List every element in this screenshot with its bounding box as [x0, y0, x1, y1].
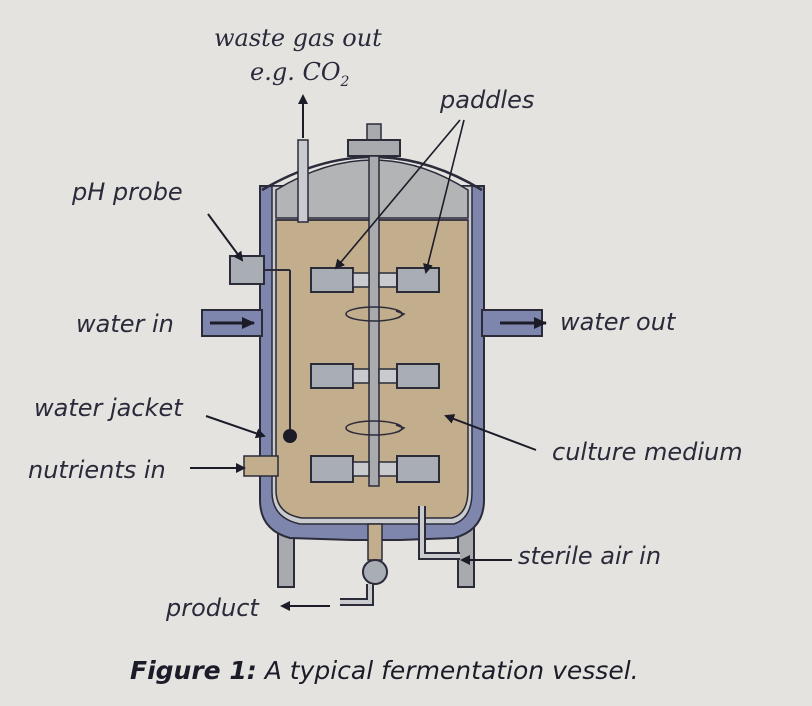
culture-medium-arrow: [444, 414, 537, 451]
paddle-set-bottom: [310, 455, 440, 483]
waste-gas-label: waste gas out: [214, 24, 382, 52]
paddles-label: paddles: [440, 86, 535, 114]
culture-medium-label: culture medium: [552, 438, 743, 466]
motor-block: [347, 139, 401, 157]
ph-probe-arrow: [207, 213, 244, 262]
shaft-top-cap: [366, 123, 382, 141]
ph-probe-housing: [229, 255, 265, 285]
product-outlet-pipe: [367, 523, 383, 561]
product-label: product: [166, 594, 259, 622]
figure-caption: Figure 1: A typical fermentation vessel.: [130, 656, 639, 685]
exhaust-pipe: [297, 139, 309, 223]
paddles-arrow-left: [334, 119, 461, 270]
sterile-air-pipe: [420, 506, 460, 558]
water-out-label: water out: [560, 308, 676, 336]
ph-probe-tip: [283, 429, 297, 443]
water-in-label: water in: [76, 310, 174, 338]
nutrients-in-label: nutrients in: [28, 456, 166, 484]
water-jacket-arrow: [205, 415, 266, 439]
ph-probe-label: pH probe: [72, 178, 183, 206]
co2-label-text: e.g. CO: [250, 58, 341, 86]
rotation-indicator-upper: [345, 306, 406, 322]
paddle-set-middle: [310, 363, 440, 389]
water-jacket-label: water jacket: [34, 394, 183, 422]
rotation-indicator-lower: [345, 420, 406, 436]
nutrients-inlet-pipe: [243, 455, 279, 477]
figure-number: Figure 1:: [130, 656, 257, 685]
product-valve: [362, 559, 388, 585]
product-drain: [340, 584, 372, 604]
figure-caption-text: A typical fermentation vessel.: [264, 656, 639, 685]
co2-label: e.g. CO2: [250, 60, 349, 89]
co2-subscript: 2: [340, 73, 350, 90]
paddles-arrow-right: [423, 119, 465, 274]
sterile-air-label: sterile air in: [518, 542, 662, 570]
